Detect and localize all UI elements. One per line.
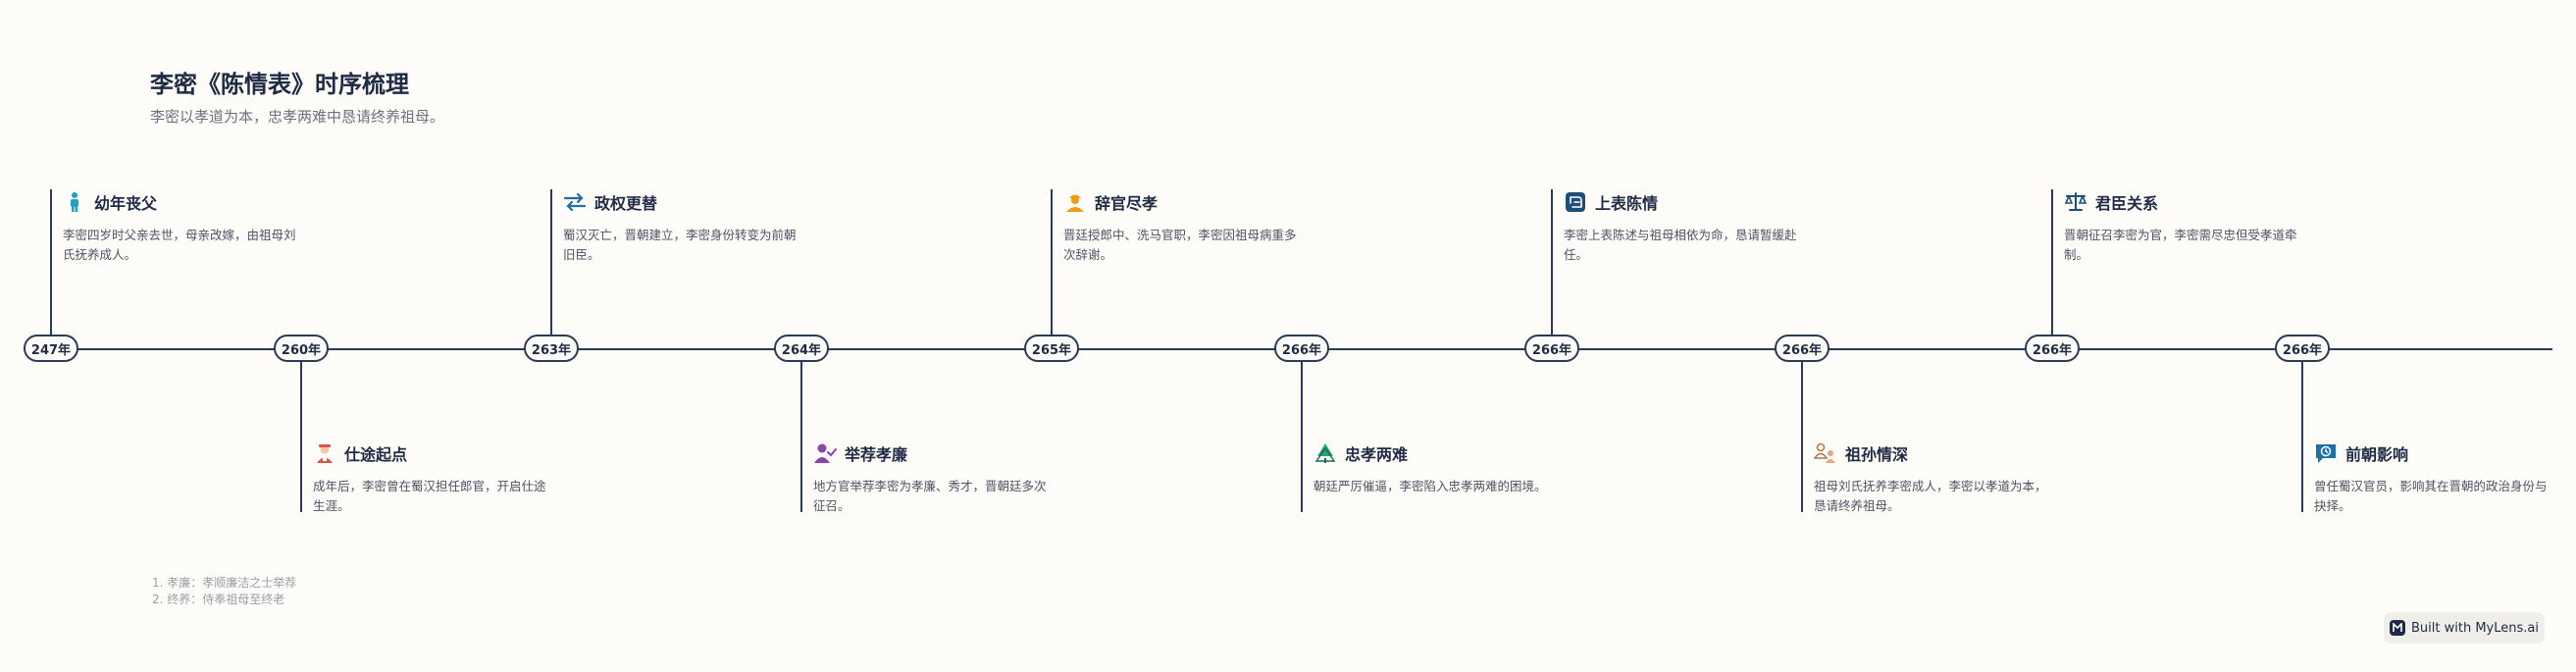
mylens-logo-icon: [2390, 620, 2406, 636]
exchange-icon: [563, 190, 587, 214]
tree-icon: [1314, 441, 1337, 465]
timeline-connector: [2301, 350, 2303, 512]
timeline-connector: [50, 189, 52, 348]
timeline-event: 265年 辞官尽孝 晋廷授郎中、洗马官职，李密因祖母病重多次辞谢。: [1022, 0, 1297, 672]
year-label: 266年: [2275, 335, 2330, 362]
user-check-icon: [813, 441, 837, 465]
timeline-connector: [2051, 189, 2053, 348]
event-description: 祖母刘氏抚养李密成人，李密以孝道为本，恳请终养祖母。: [1814, 479, 2047, 513]
timeline-event: 266年 祖孙情深 祖母刘氏抚养李密成人，李密以孝道为本，恳请终养祖母。: [1773, 0, 2047, 672]
event-title: 忠孝两难: [1345, 445, 1409, 464]
event-title: 上表陈情: [1595, 194, 1659, 213]
event-title: 君臣关系: [2095, 194, 2159, 213]
event-title: 前朝影响: [2345, 445, 2409, 464]
badge-label: Built with MyLens.ai: [2411, 620, 2539, 636]
worker-icon: [1063, 190, 1087, 214]
event-card: 祖孙情深 祖母刘氏抚养李密成人，李密以孝道为本，恳请终养祖母。: [1814, 441, 2049, 516]
timeline-event: 247年 幼年丧父 李密四岁时父亲去世，母亲改嫁，由祖母刘氏抚养成人。: [22, 0, 296, 672]
timeline-connector: [300, 350, 302, 512]
event-card: 忠孝两难 朝廷严厉催逼，李密陷入忠孝两难的困境。: [1314, 441, 1549, 496]
history-chat-icon: [2314, 441, 2338, 465]
timeline-event: 260年 仕途起点 成年后，李密曾在蜀汉担任郎官，开启仕途生涯。: [272, 0, 546, 672]
event-card: 君臣关系 晋朝征召李密为官，李密需尽忠但受孝道牵制。: [2064, 190, 2299, 265]
event-card: 政权更替 蜀汉灭亡，晋朝建立，李密身份转变为前朝旧臣。: [563, 190, 799, 265]
event-description: 李密四岁时父亲去世，母亲改嫁，由祖母刘氏抚养成人。: [63, 228, 296, 262]
year-label: 266年: [2025, 335, 2080, 362]
event-description: 朝廷严厉催逼，李密陷入忠孝两难的困境。: [1314, 479, 1547, 493]
event-card: 辞官尽孝 晋廷授郎中、洗马官职，李密因祖母病重多次辞谢。: [1063, 190, 1299, 265]
timeline-event: 266年 忠孝两难 朝廷严厉催逼，李密陷入忠孝两难的困境。: [1272, 0, 1547, 672]
timeline-connector: [1551, 189, 1553, 348]
timeline-connector: [550, 189, 552, 348]
event-title: 政权更替: [594, 194, 658, 213]
timeline-connector: [800, 350, 802, 512]
year-label: 264年: [774, 335, 829, 362]
year-label: 263年: [524, 335, 579, 362]
built-with-badge[interactable]: Built with MyLens.ai: [2384, 612, 2545, 644]
scroll-icon: [1564, 190, 1587, 214]
event-description: 晋朝征召李密为官，李密需尽忠但受孝道牵制。: [2064, 228, 2297, 262]
timeline-event: 263年 政权更替 蜀汉灭亡，晋朝建立，李密身份转变为前朝旧臣。: [522, 0, 797, 672]
event-title: 祖孙情深: [1845, 445, 1909, 464]
event-title: 仕途起点: [344, 445, 408, 464]
event-title: 举荐孝廉: [845, 445, 908, 464]
footnote: 2. 终养：侍奉祖母至终老: [152, 593, 285, 606]
timeline-connector: [1801, 350, 1803, 512]
event-description: 曾任蜀汉官员，影响其在晋朝的政治身份与抉择。: [2314, 479, 2548, 513]
year-label: 247年: [24, 335, 78, 362]
event-card: 幼年丧父 李密四岁时父亲去世，母亲改嫁，由祖母刘氏抚养成人。: [63, 190, 298, 265]
page-title: 李密《陈情表》时序梳理: [150, 71, 409, 98]
event-card: 仕途起点 成年后，李密曾在蜀汉担任郎官，开启仕途生涯。: [313, 441, 548, 516]
event-title: 幼年丧父: [94, 194, 158, 213]
person-icon: [63, 190, 86, 214]
timeline-event: 266年 上表陈情 李密上表陈述与祖母相依为命，恳请暂缓赴任。: [1522, 0, 1797, 672]
year-label: 260年: [274, 335, 329, 362]
timeline-connector: [1051, 189, 1053, 348]
footnote: 1. 孝廉：孝顺廉洁之士举荐: [152, 576, 297, 590]
footnotes: 1. 孝廉：孝顺廉洁之士举荐 2. 终养：侍奉祖母至终老: [152, 575, 296, 608]
official-icon: [313, 441, 336, 465]
event-description: 成年后，李密曾在蜀汉担任郎官，开启仕途生涯。: [313, 479, 546, 513]
timeline-event: 264年 举荐孝廉 地方官举荐李密为孝廉、秀才，晋朝廷多次征召。: [772, 0, 1047, 672]
event-card: 前朝影响 曾任蜀汉官员，影响其在晋朝的政治身份与抉择。: [2314, 441, 2550, 516]
page-subtitle: 李密以孝道为本，忠孝两难中恳请终养祖母。: [150, 108, 445, 126]
event-card: 上表陈情 李密上表陈述与祖母相依为命，恳请暂缓赴任。: [1564, 190, 1799, 265]
year-label: 266年: [1274, 335, 1329, 362]
year-label: 266年: [1775, 335, 1829, 362]
timeline-event: 266年 君臣关系 晋朝征召李密为官，李密需尽忠但受孝道牵制。: [2023, 0, 2297, 672]
year-label: 266年: [1524, 335, 1579, 362]
event-description: 晋廷授郎中、洗马官职，李密因祖母病重多次辞谢。: [1063, 228, 1297, 262]
year-label: 265年: [1024, 335, 1079, 362]
event-description: 蜀汉灭亡，晋朝建立，李密身份转变为前朝旧臣。: [563, 228, 797, 262]
event-description: 李密上表陈述与祖母相依为命，恳请暂缓赴任。: [1564, 228, 1797, 262]
balance-icon: [2064, 190, 2087, 214]
timeline-event: 266年 前朝影响 曾任蜀汉官员，影响其在晋朝的政治身份与抉择。: [2273, 0, 2548, 672]
family-icon: [1814, 441, 1837, 465]
event-description: 地方官举荐李密为孝廉、秀才，晋朝廷多次征召。: [813, 479, 1047, 513]
event-title: 辞官尽孝: [1095, 194, 1159, 213]
timeline-connector: [1301, 350, 1303, 512]
event-card: 举荐孝廉 地方官举荐李密为孝廉、秀才，晋朝廷多次征召。: [813, 441, 1049, 516]
